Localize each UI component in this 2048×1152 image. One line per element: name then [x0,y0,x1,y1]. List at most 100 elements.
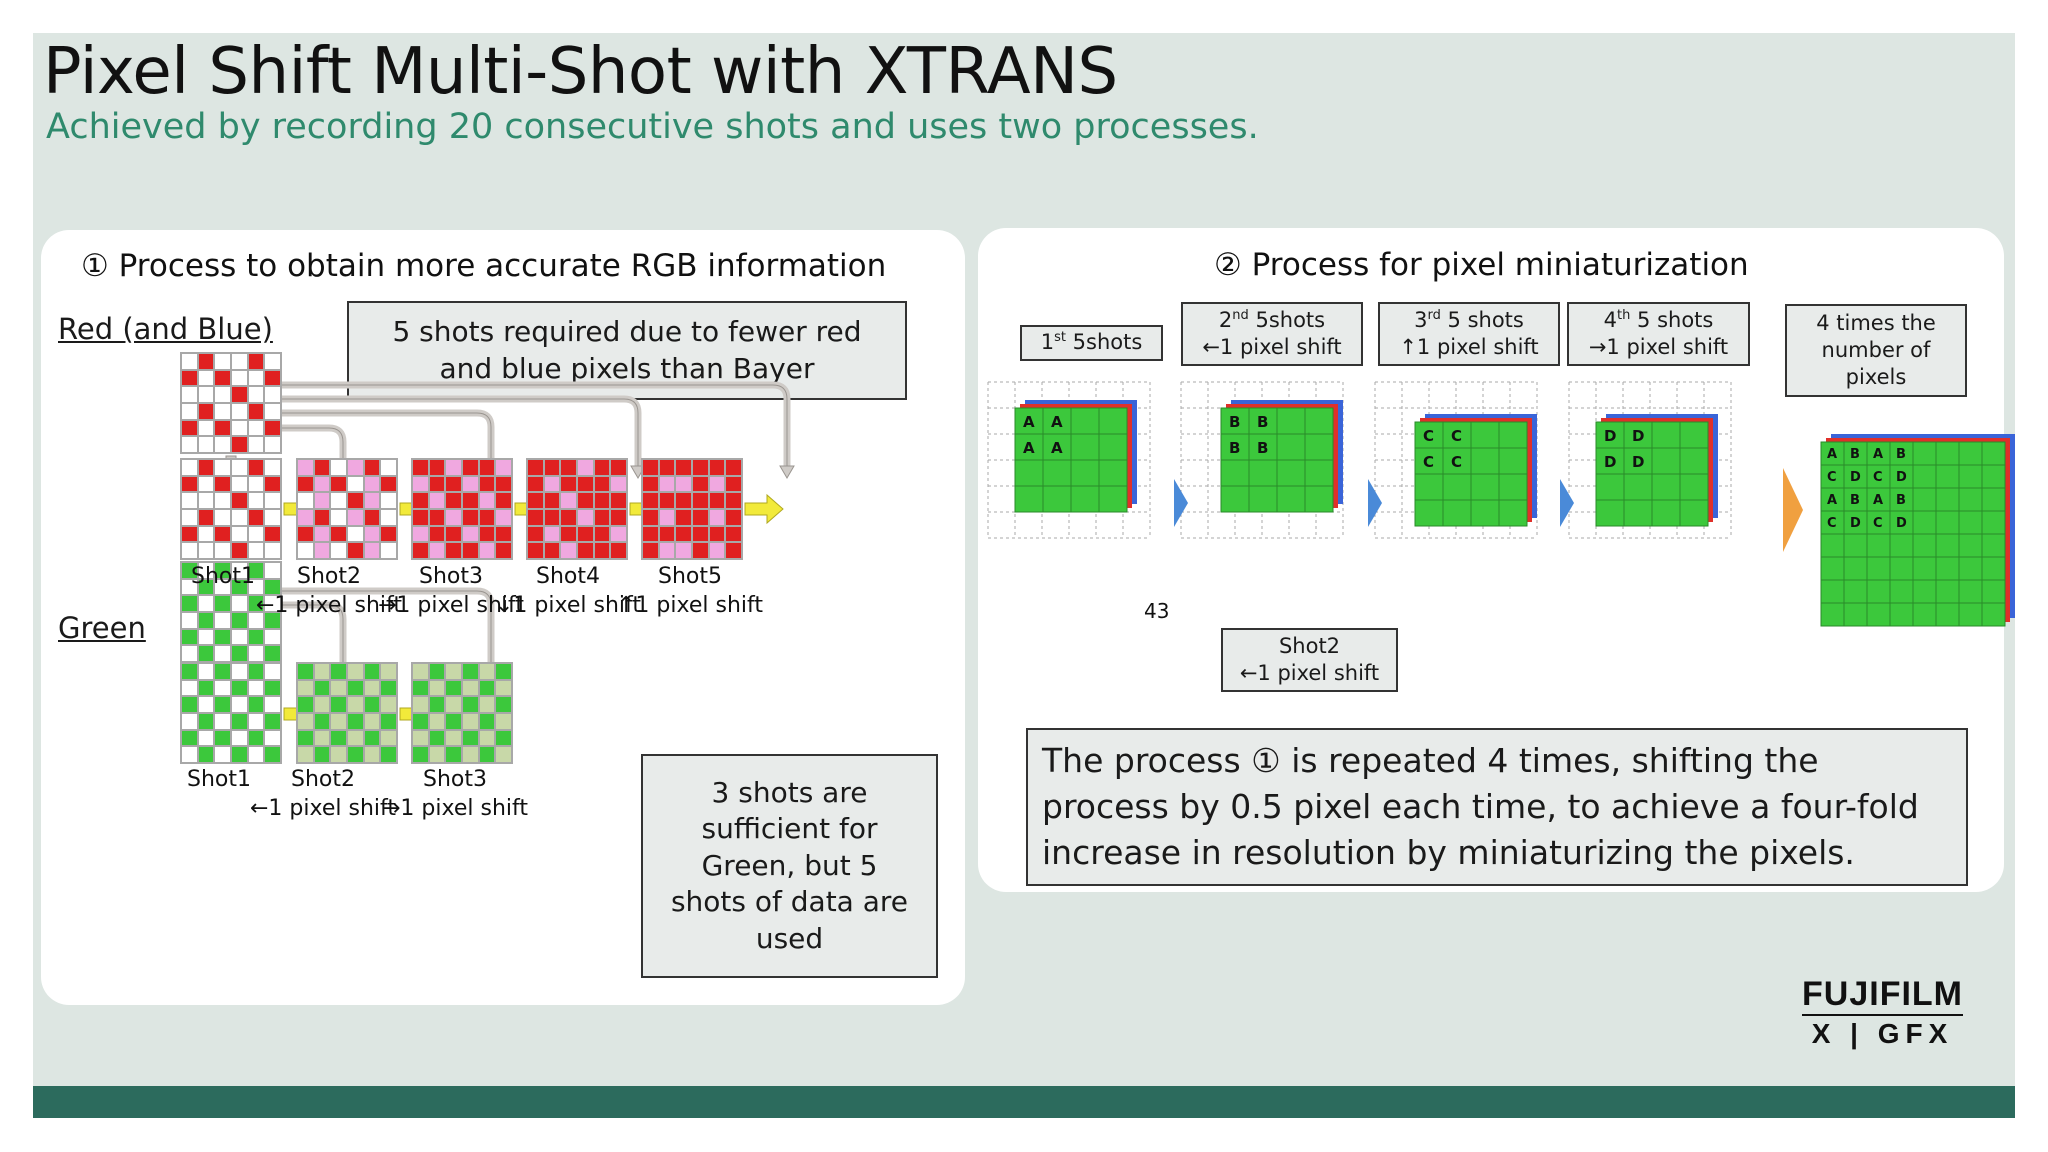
svg-text:B: B [1257,413,1268,431]
slide-subtitle: Achieved by recording 20 consecutive sho… [46,107,1259,147]
red-shot-label: Shot3 →1 pixel shift [361,564,541,618]
shot-shift: ←1 pixel shift [256,593,402,618]
step-label-box: 3rd 5 shots↑1 pixel shift [1378,302,1560,366]
step-ordinal-suffix: rd [1427,307,1441,323]
pipe-arrow-icon [282,412,492,468]
slide: Pixel Shift Multi-Shot with XTRANS Achie… [33,33,2015,1118]
summary-text: The process ① is repeated 4 times, shift… [1042,740,1919,873]
green-source-grid [180,561,282,663]
shot-shift: ↑1 pixel shift [617,593,763,618]
svg-text:B: B [1229,413,1240,431]
svg-text:D: D [1604,453,1616,471]
footer-bar [33,1086,2015,1118]
pipe-arrow-icon [282,398,639,468]
green-note-text: 3 shots are sufficient for Green, but 5 … [670,776,909,955]
shot-shift: ↓1 pixel shift [495,593,641,618]
red-shot-label: Shot1 [133,564,313,593]
shot2-box: Shot2 ←1 pixel shift [1221,628,1398,692]
result-letter: B [1850,447,1860,462]
shot-name: Shot1 [191,564,255,589]
red-note-text: 5 shots required due to fewer red and bl… [392,315,862,385]
svg-text:B: B [1229,439,1240,457]
yellow-arrow-icon [744,493,784,525]
step-ordinal: 2 [1218,307,1233,332]
process-2-heading: ② Process for pixel miniaturization [1214,247,1749,283]
step-text: 5shots [1248,307,1326,332]
result-letter: D [1896,470,1907,485]
step-ordinal-suffix: nd [1232,307,1249,323]
red-shot-grid [641,458,743,560]
blue-arrow-icon [1560,479,1574,527]
shot-name: Shot3 [423,767,487,792]
pipe-arrow-icon [282,427,344,468]
green-shot-label: Shot3 →1 pixel shift [365,767,545,821]
red-shot-label: Shot4 ↓1 pixel shift [478,564,658,618]
process-1-panel: ① Process to obtain more accurate RGB in… [41,230,965,1005]
step-ordinal: 3 [1414,307,1428,332]
red-shot-label: Shot5 ↑1 pixel shift [600,564,780,618]
shot2-title: Shot2 [1278,633,1341,658]
svg-text:D: D [1632,427,1644,445]
step-title: 3rd 5 shots [1414,307,1524,334]
step-ordinal: 4 [1603,307,1618,332]
result-label-box: 4 times the number of pixels [1785,304,1967,397]
svg-text:C: C [1451,427,1462,445]
shot-name: Shot2 [297,564,361,589]
result-letter: B [1850,493,1860,508]
red-shot-grid [180,458,282,560]
shot-name: Shot5 [658,564,722,589]
pipe-arrow-icon [282,384,788,468]
step-text: 5 shots [1440,307,1524,332]
green-shot-grid [411,662,513,764]
green-shot-label: Shot2←1 pixel shift [233,767,413,821]
red-shot-grid [296,458,398,560]
shot-name: Shot1 [187,767,251,792]
corner-number: 43 [1144,599,1169,623]
step-shift: ↑1 pixel shift [1399,335,1539,359]
green-shot-label: Shot1 [129,767,309,796]
logo-line: X | GFX [1802,1014,1963,1050]
pipe-arrow-icon [779,465,795,479]
step-label-box: 2nd 5shots←1 pixel shift [1181,302,1363,366]
step-title: 4th 5 shots [1604,307,1714,334]
red-shot-grid [526,458,628,560]
step-title: 2nd 5shots [1219,307,1325,334]
step-ordinal-suffix: st [1054,330,1066,346]
step-ordinal: 1 [1040,330,1055,355]
shot-shift: →1 pixel shift [378,593,524,618]
result-letter: C [1873,516,1883,531]
step-title: 1st 5shots [1041,329,1143,356]
shot-name: Shot3 [419,564,483,589]
result-letter: C [1873,470,1883,485]
result-letter: B [1896,447,1906,462]
result-letter: D [1896,516,1907,531]
shot-name: Shot4 [536,564,600,589]
result-letter: A [1873,493,1883,508]
result-letter: D [1850,470,1861,485]
logo-brand: FUJIFILM [1802,975,1963,1013]
result-letter: B [1896,493,1906,508]
red-shot-grid [411,458,513,560]
result-letter: A [1827,447,1837,462]
svg-text:A: A [1051,413,1063,431]
fujifilm-logo: FUJIFILM X | GFX [1802,975,1963,1050]
pipe-arrow-icon [282,604,344,672]
blue-arrow-icon [1174,479,1188,527]
result-letter: D [1850,516,1861,531]
shot-shift: →1 pixel shift [382,796,528,821]
step-ordinal-suffix: th [1617,307,1631,323]
result-letter: C [1827,516,1837,531]
result-letter: A [1873,447,1883,462]
blue-arrow-icon [1368,479,1382,527]
svg-text:A: A [1023,413,1035,431]
step-label-box: 4th 5 shots→1 pixel shift [1567,302,1750,366]
green-shot-grid [296,662,398,764]
slide-title: Pixel Shift Multi-Shot with XTRANS [43,35,1118,109]
pipe-arrow-icon [282,590,492,672]
svg-text:C: C [1451,453,1462,471]
green-label: Green [58,611,146,645]
svg-text:C: C [1423,427,1434,445]
red-blue-label: Red (and Blue) [58,312,273,346]
